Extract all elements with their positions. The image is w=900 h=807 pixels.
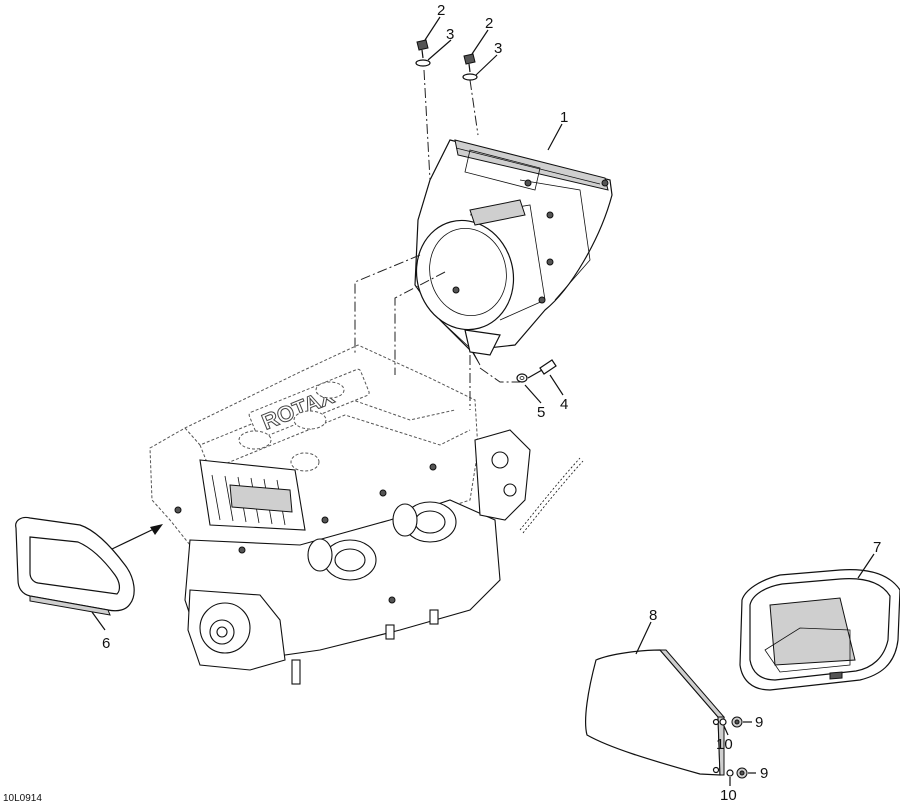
part-2-screw-left: [416, 39, 429, 59]
callout-10-upper: 10: [716, 736, 733, 753]
callout-9-upper: 9: [755, 714, 763, 731]
callout-labels: 2 3 2 3 1 4 5 6 7 8 9 9 10 10: [102, 2, 881, 804]
part-10-washer-lower: [726, 769, 734, 777]
diagram-reference-code: 10L0914: [3, 793, 42, 804]
callout-8: 8: [649, 607, 657, 624]
throttle-bodies: [307, 501, 457, 581]
engine-assembly: ROTAX: [149, 344, 584, 685]
callout-7: 7: [873, 539, 881, 556]
part-7-air-duct: [739, 569, 900, 691]
assembly-guide-lines: [354, 69, 520, 410]
part-9-nut-upper: [731, 716, 743, 728]
part-1-air-intake-housing: [414, 139, 613, 366]
callout-4: 4: [560, 396, 568, 413]
callout-9-lower: 9: [760, 765, 768, 782]
callout-5: 5: [537, 404, 545, 421]
callout-6: 6: [102, 635, 110, 652]
part-2-screw-right: [463, 53, 476, 73]
part-8-cover-panel: [585, 649, 726, 776]
engine-front-housing: [187, 589, 286, 671]
callout-1: 1: [560, 109, 568, 126]
part-10-washer-upper: [719, 718, 727, 726]
part-5-washer: [516, 373, 528, 383]
engine-intake-grille: [199, 459, 306, 531]
callout-3-right: 3: [494, 40, 502, 57]
intake-arrow-line: [111, 526, 159, 550]
part-9-nut-lower: [736, 767, 748, 779]
part-3-washer-left: [415, 59, 431, 67]
part-6-gasket: [15, 516, 135, 616]
part-3-washer-right: [462, 73, 478, 81]
part-4-bolt: [527, 359, 557, 379]
leader-lines: [91, 16, 875, 786]
callout-10-lower: 10: [720, 787, 737, 804]
callout-3-left: 3: [446, 26, 454, 43]
intake-arrow-head: [150, 524, 163, 535]
callout-2-right: 2: [485, 15, 493, 32]
callout-2-left: 2: [437, 2, 445, 19]
